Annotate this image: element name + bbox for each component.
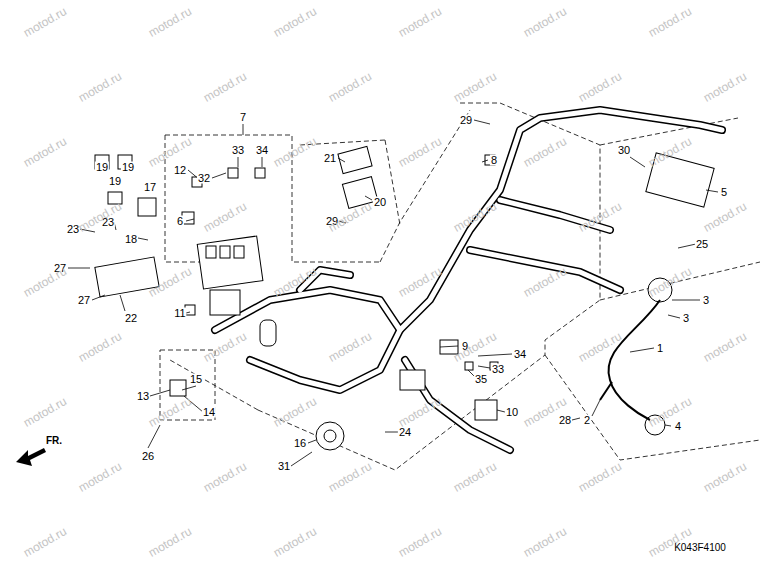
callout-number: 33	[491, 364, 505, 375]
callout-number: 29	[459, 115, 473, 126]
watermark: motod.ru	[646, 395, 693, 429]
watermark: motod.ru	[201, 330, 248, 364]
callout-number: 34	[255, 145, 269, 156]
callout-number: 31	[277, 461, 291, 472]
callout-number: 21	[323, 153, 337, 164]
callout-number: 17	[143, 182, 157, 193]
callout-number: 7	[239, 112, 247, 123]
callout-number: 2	[583, 415, 591, 426]
watermark: motod.ru	[701, 70, 748, 104]
watermark: motod.ru	[201, 70, 248, 104]
callout-number: 3	[702, 295, 710, 306]
watermark: motod.ru	[326, 460, 373, 494]
watermark: motod.ru	[76, 200, 123, 234]
watermark: motod.ru	[451, 330, 498, 364]
callout-number: 26	[141, 451, 155, 462]
watermark: motod.ru	[271, 5, 318, 39]
watermark: motod.ru	[271, 525, 318, 559]
callout-number: 19	[95, 162, 109, 173]
direction-label: FR.	[46, 436, 62, 446]
callout-number: 3	[682, 313, 690, 324]
callout-number: 32	[197, 173, 211, 184]
watermark: motod.ru	[521, 265, 568, 299]
watermark: motod.ru	[396, 5, 443, 39]
watermark: motod.ru	[326, 330, 373, 364]
callout-number: 22	[124, 313, 138, 324]
watermark: motod.ru	[451, 460, 498, 494]
callout-number: 30	[617, 145, 631, 156]
callout-number: 1	[656, 343, 664, 354]
watermark: motod.ru	[146, 5, 193, 39]
callout-number: 13	[136, 391, 150, 402]
figure-code: K043F4100	[674, 543, 726, 553]
watermark: motod.ru	[201, 460, 248, 494]
watermark: motod.ru	[201, 200, 248, 234]
watermark: motod.ru	[521, 135, 568, 169]
watermark: motod.ru	[21, 265, 68, 299]
callout-number: 16	[293, 438, 307, 449]
watermark: motod.ru	[146, 395, 193, 429]
watermark: motod.ru	[21, 5, 68, 39]
callout-number: 15	[189, 374, 203, 385]
callout-number: 20	[373, 197, 387, 208]
watermark: motod.ru	[21, 135, 68, 169]
callout-number: 27	[77, 295, 91, 306]
watermark: motod.ru	[21, 395, 68, 429]
callout-number: 19	[108, 176, 122, 187]
callout-number: 5	[720, 187, 728, 198]
callout-number: 28	[558, 415, 572, 426]
watermark: motod.ru	[76, 460, 123, 494]
callout-number: 12	[173, 165, 187, 176]
watermark: motod.ru	[271, 395, 318, 429]
watermark: motod.ru	[521, 5, 568, 39]
watermark: motod.ru	[576, 70, 623, 104]
watermark: motod.ru	[396, 395, 443, 429]
watermark: motod.ru	[396, 525, 443, 559]
watermark: motod.ru	[76, 70, 123, 104]
callout-number: 18	[124, 234, 138, 245]
watermark: motod.ru	[576, 330, 623, 364]
front-arrow	[16, 448, 46, 466]
callout-number: 35	[474, 374, 488, 385]
watermark: motod.ru	[521, 525, 568, 559]
callout-number: 24	[398, 427, 412, 438]
callout-number: 33	[231, 145, 245, 156]
watermark: motod.ru	[701, 460, 748, 494]
callout-number: 10	[505, 407, 519, 418]
watermark: motod.ru	[576, 460, 623, 494]
watermark: motod.ru	[271, 135, 318, 169]
watermark: motod.ru	[451, 70, 498, 104]
watermark: motod.ru	[701, 330, 748, 364]
callout-number: 6	[176, 216, 184, 227]
callout-number: 14	[202, 407, 216, 418]
watermark: motod.ru	[146, 525, 193, 559]
watermark: motod.ru	[21, 525, 68, 559]
callout-number: 8	[490, 155, 498, 166]
watermark: motod.ru	[646, 525, 693, 559]
callout-number: 34	[513, 349, 527, 360]
watermark: motod.ru	[326, 70, 373, 104]
watermark: motod.ru	[76, 330, 123, 364]
callout-number: 11	[173, 308, 186, 319]
watermark: motod.ru	[701, 200, 748, 234]
callout-number: 25	[695, 239, 709, 250]
callout-number: 4	[674, 421, 682, 432]
callout-number: 19	[121, 162, 135, 173]
watermark: motod.ru	[646, 5, 693, 39]
